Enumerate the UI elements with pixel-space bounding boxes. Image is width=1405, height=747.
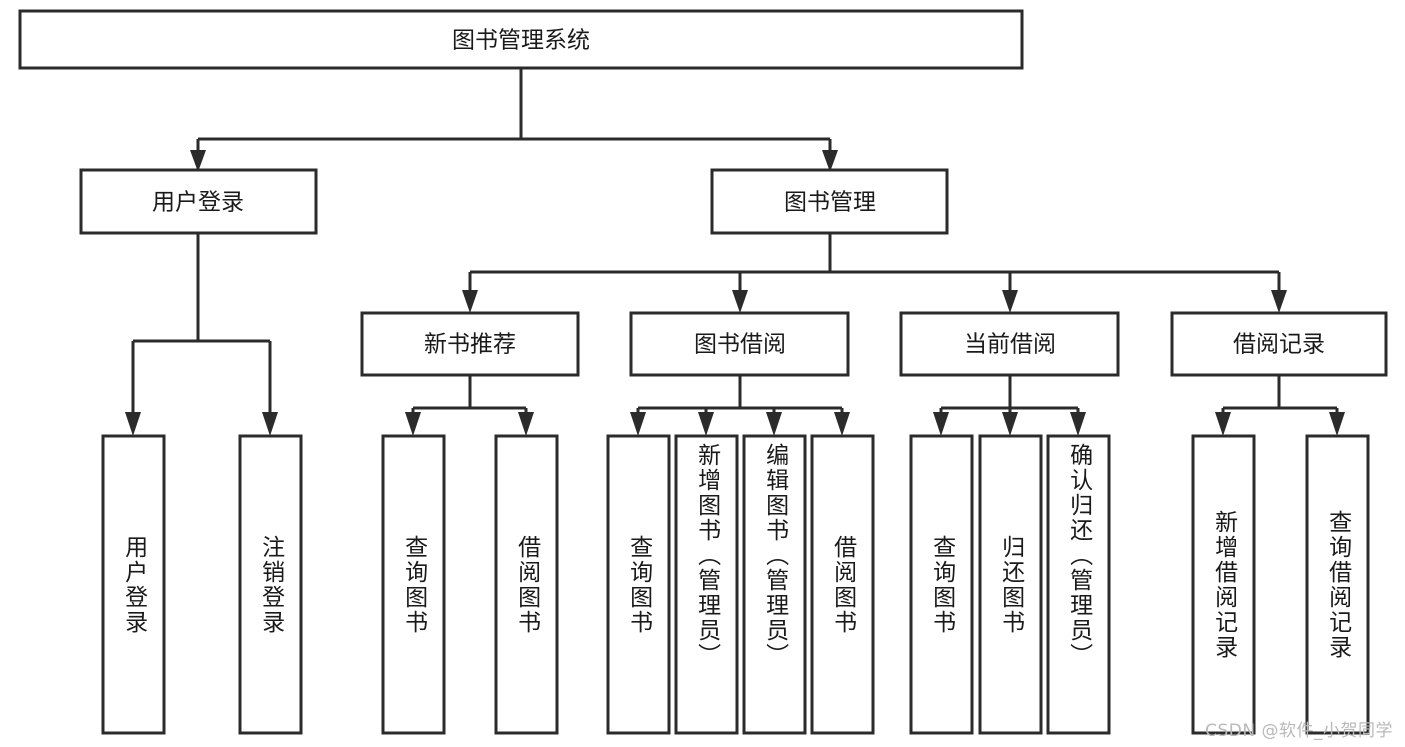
node-book-borrow-label: 图书借阅 xyxy=(694,332,786,358)
arrow-head-leaf-borrowrecord-2 xyxy=(1329,412,1345,436)
node-current-borrow[interactable]: 当前借阅 xyxy=(899,311,1120,377)
leaf-box-user-login-1[interactable] xyxy=(101,434,166,735)
arrow-head-leaf-borrowrecord-1 xyxy=(1215,412,1231,436)
node-book-borrow-box xyxy=(629,311,850,377)
leaf-box-bookborrow-4[interactable] xyxy=(810,434,875,735)
arrow-head-current-borrow xyxy=(1002,290,1018,313)
arrow-head-leaf-currentborrow-2 xyxy=(1002,412,1018,436)
leaf-box-currentborrow-2[interactable] xyxy=(978,434,1043,735)
arrow-head-leaf-newbook-1 xyxy=(405,412,421,436)
node-user-login[interactable]: 用户登录 xyxy=(79,168,318,235)
arrow-head-leaf-bookborrow-3 xyxy=(766,412,782,436)
node-new-book-recommend-label: 新书推荐 xyxy=(424,332,516,358)
node-new-book-recommend[interactable]: 新书推荐 xyxy=(360,311,580,377)
leaf-box-bookborrow-1[interactable] xyxy=(606,434,671,735)
node-user-login-label: 用户登录 xyxy=(152,190,244,216)
node-borrow-record-label: 借阅记录 xyxy=(1233,332,1325,358)
leaf-box-currentborrow-1[interactable] xyxy=(909,434,974,735)
node-book-management-label: 图书管理 xyxy=(784,190,876,216)
node-new-book-recommend-box xyxy=(360,311,580,377)
leaf-box-bookborrow-2[interactable] xyxy=(674,434,739,735)
connector-book-manage-to-level3 xyxy=(462,233,1287,313)
leaf-box-bookborrow-3[interactable] xyxy=(742,434,807,735)
arrow-head-leaf-bookborrow-2 xyxy=(698,412,714,436)
leaf-box-currentborrow-3[interactable] xyxy=(1046,434,1111,735)
node-user-login-box xyxy=(79,168,318,235)
arrow-head-leaf-currentborrow-1 xyxy=(933,412,949,436)
node-root-box xyxy=(18,9,1024,70)
arrow-head-borrow-record xyxy=(1271,290,1287,313)
node-book-management[interactable]: 图书管理 xyxy=(710,168,949,235)
node-book-borrow[interactable]: 图书借阅 xyxy=(629,311,850,377)
connector-borrow-record-to-leaves xyxy=(1215,375,1345,436)
node-current-borrow-label: 当前借阅 xyxy=(964,332,1056,358)
node-borrow-record-box xyxy=(1170,311,1388,377)
watermark-text: CSDN @软件_小贺同学 xyxy=(1205,721,1393,741)
arrow-head-user-login xyxy=(190,150,206,172)
leaf-box-newbook-1[interactable] xyxy=(381,434,446,735)
arrow-head-new-book xyxy=(462,290,478,313)
arrow-head-leaf-user-1 xyxy=(125,412,141,436)
connector-new-book-to-leaves xyxy=(405,375,534,436)
leaf-box-borrowrecord-1[interactable] xyxy=(1191,434,1256,735)
connector-user-login-to-leaves xyxy=(125,233,278,436)
arrow-head-leaf-bookborrow-4 xyxy=(834,412,850,436)
leaf-box-newbook-2[interactable] xyxy=(494,434,559,735)
leaf-box-borrowrecord-2[interactable] xyxy=(1305,434,1370,735)
node-current-borrow-box xyxy=(899,311,1120,377)
connector-current-borrow-to-leaves xyxy=(933,375,1086,436)
arrow-head-book-manage xyxy=(822,150,838,172)
arrow-head-leaf-user-2 xyxy=(262,412,278,436)
connector-book-borrow-to-leaves xyxy=(630,375,850,436)
node-book-management-box xyxy=(710,168,949,235)
arrow-head-leaf-currentborrow-3 xyxy=(1070,412,1086,436)
node-root-label: 图书管理系统 xyxy=(452,28,590,54)
node-borrow-record[interactable]: 借阅记录 xyxy=(1170,311,1388,377)
arrow-head-leaf-newbook-2 xyxy=(518,412,534,436)
arrow-head-book-borrow xyxy=(732,290,748,313)
arrow-head-leaf-bookborrow-1 xyxy=(630,412,646,436)
connector-root-to-level2 xyxy=(190,68,838,172)
node-root-book-management-system[interactable]: 图书管理系统 xyxy=(18,9,1024,70)
leaf-box-user-login-2[interactable] xyxy=(238,434,303,735)
